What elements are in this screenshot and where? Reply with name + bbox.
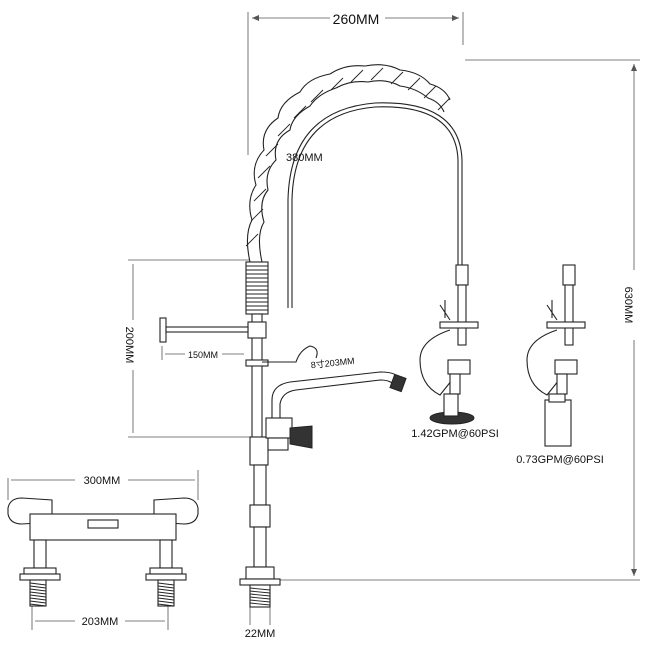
base-diameter-label: 22MM xyxy=(245,628,276,640)
spring-coil xyxy=(245,64,451,263)
spray-valve-2: 0.73GPM@60PSI xyxy=(516,264,604,466)
spout-length-label: 8寸203MM xyxy=(310,355,355,371)
flow-rate-label-1: 1.42GPM@60PSI xyxy=(411,428,499,440)
riser-height-label: 200MM xyxy=(123,327,135,364)
deck-mixer xyxy=(7,497,199,607)
hose-height-label: 380MM xyxy=(286,152,323,164)
wall-bracket xyxy=(159,317,249,343)
hose-width-label: 260MM xyxy=(333,11,380,27)
spray-valve-1: 1.42GPM@60PSI xyxy=(411,264,499,440)
deck-width-label: 300MM xyxy=(84,475,121,487)
flexible-hose xyxy=(287,102,463,308)
deck-centers-label: 203MM xyxy=(82,616,119,628)
hanging-hook xyxy=(262,345,318,363)
dimension-lines xyxy=(7,12,640,630)
wall-bracket-label: 150MM xyxy=(188,350,218,360)
flow-rate-label-2: 0.73GPM@60PSI xyxy=(516,454,604,466)
main-column xyxy=(239,261,281,608)
swivel-spout xyxy=(265,371,407,451)
total-height-label: 630MM xyxy=(622,287,634,324)
